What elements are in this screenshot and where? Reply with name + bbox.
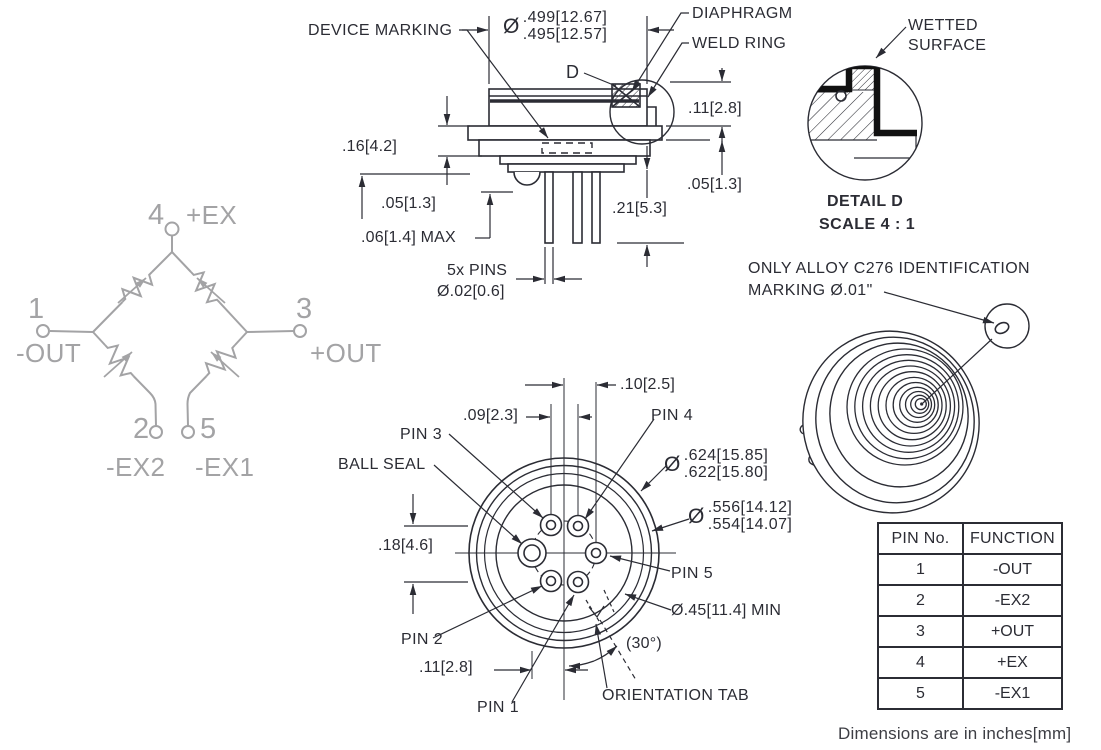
dim-18: .18[4.6] — [378, 537, 433, 554]
pin-no-header: PIN No. — [877, 522, 964, 555]
phi-symbol: Ø — [503, 14, 520, 38]
bridge-terminal-1-signal: -OUT — [16, 338, 82, 368]
outer-diameter-dim: Ø .624[15.85] .622[15.80] — [664, 447, 768, 482]
dim-16: .16[4.2] — [342, 138, 397, 155]
table-header-row: PIN No. FUNCTION — [877, 522, 1063, 555]
pin4-label: PIN 4 — [651, 407, 694, 424]
phi-symbol: Ø — [664, 452, 681, 476]
wetted-surface-line2: SURFACE — [908, 37, 987, 54]
pin1-label: PIN 1 — [477, 699, 520, 716]
step-diameter-max: .556[14.12] — [707, 499, 793, 516]
isometric-view — [799, 291, 1030, 514]
pin5-label: PIN 5 — [671, 565, 714, 582]
section-dimensions — [358, 12, 731, 284]
function-cell: -OUT — [962, 553, 1063, 586]
pin-function-table: PIN No. FUNCTION 1 -OUT 2 -EX2 3 +OUT 4 … — [877, 522, 1063, 710]
pins-diameter-note: Ø.02[0.6] — [437, 283, 505, 300]
dim-11-bottom: .11[2.8] — [419, 659, 473, 676]
dim-45-min: Ø.45[11.4] MIN — [671, 602, 782, 619]
dim-10: .10[2.5] — [620, 376, 675, 393]
function-cell: +OUT — [962, 615, 1063, 648]
dim-21: .21[5.3] — [612, 200, 667, 217]
bridge-terminal-2-number: 2 — [133, 413, 150, 445]
wetted-surface-label: WETTED SURFACE — [908, 16, 986, 56]
ball-seal-label: BALL SEAL — [338, 456, 426, 473]
table-row: 2 -EX2 — [877, 584, 1063, 617]
table-row: 1 -OUT — [877, 553, 1063, 586]
pin-no-cell: 3 — [877, 615, 964, 648]
bridge-schematic — [36, 221, 307, 439]
pin2-label: PIN 2 — [401, 631, 444, 648]
body-diameter-inch-max: .499[12.67] — [522, 9, 608, 26]
function-cell: +EX — [962, 646, 1063, 679]
bridge-terminal-5-number: 5 — [200, 413, 217, 445]
dim-05-left: .05[1.3] — [381, 195, 436, 212]
step-diameter-dim: Ø .556[14.12] .554[14.07] — [688, 499, 792, 534]
detail-d-view — [807, 26, 923, 181]
bridge-terminal-3-number: 3 — [296, 293, 313, 325]
device-marking-label: DEVICE MARKING — [308, 22, 453, 39]
function-cell: -EX1 — [962, 677, 1063, 710]
table-row: 5 -EX1 — [877, 677, 1063, 710]
orientation-tab-mark — [585, 589, 637, 681]
dim-11-right: .11[2.8] — [688, 100, 742, 117]
pin-no-cell: 4 — [877, 646, 964, 679]
pin-no-cell: 5 — [877, 677, 964, 710]
wetted-surface-line1: WETTED — [908, 17, 978, 34]
units-footnote: Dimensions are in inches[mm] — [838, 724, 1072, 743]
bridge-terminal-5-signal: -EX1 — [195, 452, 255, 482]
diaphragm-label: DIAPHRAGM — [692, 5, 793, 22]
orientation-tab-label: ORIENTATION TAB — [602, 687, 750, 704]
dim-06-max: .06[1.4] MAX — [361, 229, 456, 246]
detail-d-scale: SCALE 4 : 1 — [819, 216, 916, 233]
pin-holes — [517, 513, 608, 594]
table-row: 4 +EX — [877, 646, 1063, 679]
table-row: 3 +OUT — [877, 615, 1063, 648]
step-diameter-min: .554[14.07] — [707, 516, 793, 534]
weld-ring-label: WELD RING — [692, 35, 787, 52]
detail-d-title: DETAIL D — [827, 193, 904, 210]
alloy-note-line1: ONLY ALLOY C276 IDENTIFICATION — [748, 260, 1031, 277]
alloy-note-line2: MARKING Ø.01" — [748, 282, 873, 299]
dim-30-degrees: (30°) — [626, 635, 662, 652]
outer-diameter-max: .624[15.85] — [683, 447, 769, 464]
bottom-view — [404, 378, 690, 703]
strain-gauge-arrows — [103, 277, 240, 378]
phi-symbol: Ø — [688, 504, 705, 528]
pin3-label: PIN 3 — [400, 426, 443, 443]
bridge-terminal-4-number: 4 — [148, 199, 165, 231]
bridge-terminal-2-signal: -EX2 — [106, 452, 166, 482]
bottom-view-dimensions — [404, 381, 690, 703]
outer-diameter-min: .622[15.80] — [683, 464, 769, 482]
pin-no-cell: 1 — [877, 553, 964, 586]
pin-no-cell: 2 — [877, 584, 964, 617]
body-diameter-dim: Ø .499[12.67] .495[12.57] — [503, 9, 607, 44]
dim-05-right: .05[1.3] — [687, 176, 742, 193]
bridge-terminal-1-number: 1 — [28, 293, 45, 325]
dim-09: .09[2.3] — [463, 407, 518, 424]
bridge-terminal-4-signal: +EX — [186, 200, 238, 230]
body-diameter-inch-min: .495[12.57] — [522, 26, 608, 44]
function-header: FUNCTION — [962, 522, 1063, 555]
bridge-terminal-3-signal: +OUT — [310, 338, 382, 368]
function-cell: -EX2 — [962, 584, 1063, 617]
detail-d-reference: D — [566, 62, 580, 82]
pins-quantity-note: 5x PINS — [447, 262, 508, 279]
